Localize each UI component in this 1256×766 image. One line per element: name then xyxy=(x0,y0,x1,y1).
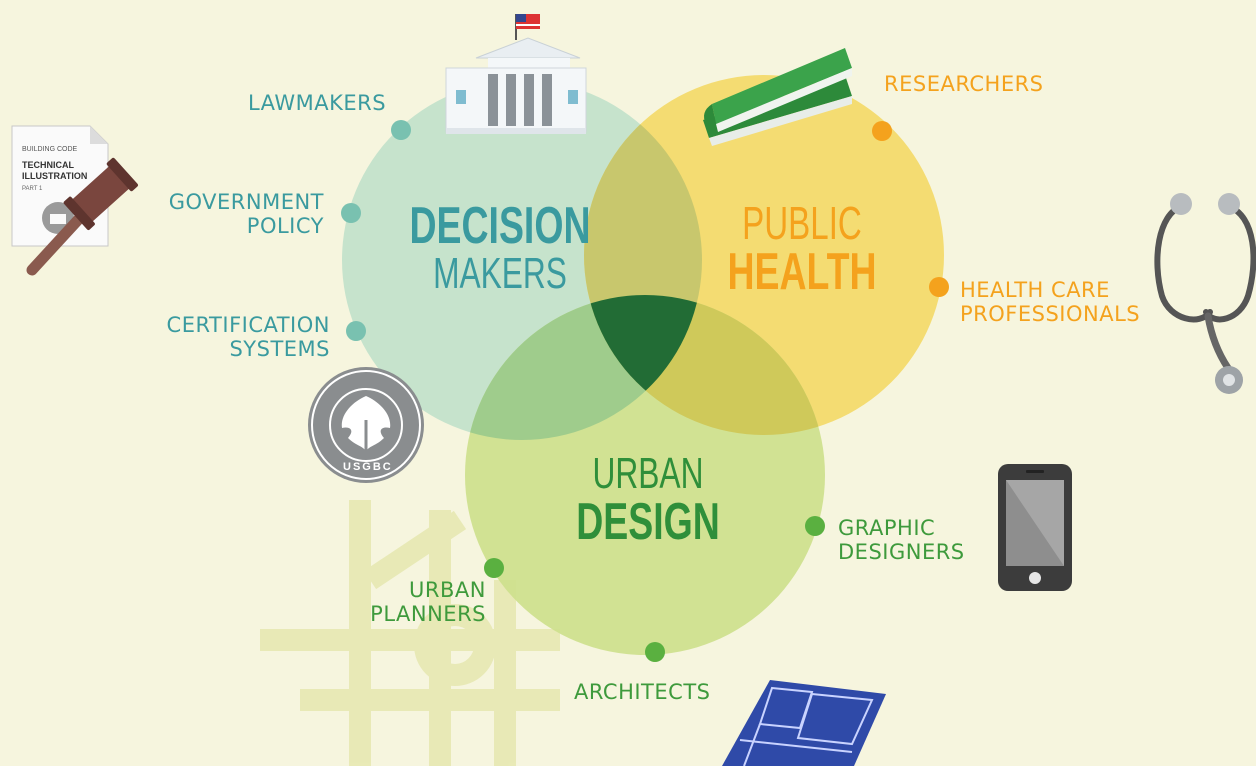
document-heading-line2: ILLUSTRATION xyxy=(22,171,88,181)
certification-systems-line2: SYSTEMS xyxy=(229,337,330,361)
urban-title-line2: DESIGN xyxy=(576,493,720,551)
urban-planners-line2: PLANNERS xyxy=(370,602,486,626)
urban-planners-line1: URBAN xyxy=(409,578,486,602)
researchers-dot xyxy=(872,121,892,141)
certification-systems-line1: CERTIFICATION xyxy=(166,313,330,337)
capitol-building-icon xyxy=(445,14,587,134)
document-heading: TECHNICAL ILLUSTRATION xyxy=(22,160,87,182)
document-part-label: PART 1 xyxy=(22,186,43,192)
decision-urban-overlap xyxy=(465,295,702,440)
document-heading-small: BUILDING CODE xyxy=(22,146,78,153)
government-policy-line2: POLICY xyxy=(246,214,324,238)
graphic-designers-line1: GRAPHIC xyxy=(838,516,936,540)
graphic-designers-line2: DESIGNERS xyxy=(838,540,965,564)
government-policy-line1: GOVERNMENT xyxy=(168,190,324,214)
graphic-designers-dot xyxy=(805,516,825,536)
lawmakers-label: LAWMAKERS xyxy=(248,91,387,115)
lawmakers-dot xyxy=(391,120,411,140)
health-care-line1: HEALTH CARE xyxy=(960,278,1110,302)
gavel-icon xyxy=(26,157,138,276)
certification-systems-label: CERTIFICATION SYSTEMS xyxy=(110,313,330,361)
architects-label: ARCHITECTS xyxy=(574,680,711,704)
graphic-designers-label: GRAPHIC DESIGNERS xyxy=(838,516,965,564)
government-policy-label: GOVERNMENT POLICY xyxy=(120,190,324,238)
health-urban-overlap xyxy=(584,295,825,435)
health-care-line2: PROFESSIONALS xyxy=(960,302,1141,326)
decision-title-line2: MAKERS xyxy=(433,249,567,298)
health-care-professionals-label: HEALTH CARE PROFESSIONALS xyxy=(960,278,1140,326)
researchers-label: RESEARCHERS xyxy=(884,72,1044,96)
health-care-dot xyxy=(929,277,949,297)
health-title-line1: PUBLIC xyxy=(742,197,862,249)
public-health-title: PUBLIC HEALTH xyxy=(672,200,932,298)
document-heading-line1: TECHNICAL xyxy=(22,160,74,170)
usgbc-acronym: USGBC xyxy=(343,461,393,473)
urban-design-title: URBAN DESIGN xyxy=(518,449,778,551)
blueprint-icon xyxy=(722,680,886,766)
urban-title-line1: URBAN xyxy=(592,449,704,498)
usgbc-logo xyxy=(308,367,424,483)
health-title-line2: HEALTH xyxy=(727,243,877,301)
decision-makers-title: DECISION MAKERS xyxy=(370,200,630,296)
urban-planners-dot xyxy=(484,558,504,578)
stethoscope-icon xyxy=(1154,193,1256,394)
certification-systems-dot xyxy=(346,321,366,341)
street-grid-decoration xyxy=(260,500,560,766)
books-icon xyxy=(703,48,852,146)
government-policy-dot xyxy=(341,203,361,223)
architects-dot xyxy=(645,642,665,662)
smartphone-icon xyxy=(998,464,1072,591)
urban-planners-label: URBAN PLANNERS xyxy=(300,578,486,626)
decision-title-line1: DECISION xyxy=(409,197,591,255)
